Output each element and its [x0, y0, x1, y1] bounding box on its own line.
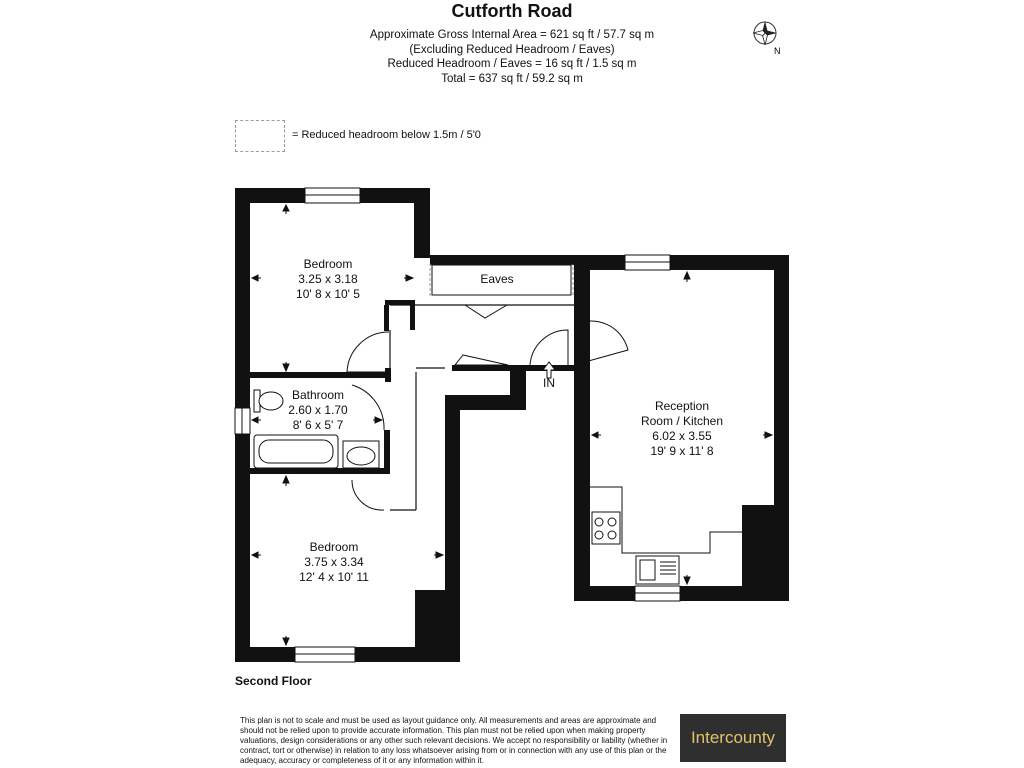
door-bathroom — [351, 384, 385, 431]
room-label-bedroom-bottom: Bedroom 3.75 x 3.34 12' 4 x 10' 11 — [286, 540, 382, 585]
room-metric: 2.60 x 1.70 — [288, 403, 348, 417]
door-entrance — [529, 329, 569, 366]
room-name-line2: Room / Kitchen — [640, 414, 724, 428]
room-imperial: 12' 4 x 10' 11 — [299, 570, 369, 584]
room-imperial: 10' 8 x 10' 5 — [296, 287, 360, 301]
door-cupboard — [453, 354, 509, 366]
door-bedroom-top — [346, 331, 390, 373]
area-summary: Approximate Gross Internal Area = 621 sq… — [312, 28, 712, 86]
door-eaves — [464, 304, 508, 319]
room-imperial: 8' 6 x 5' 7 — [292, 418, 344, 432]
room-name: Bedroom — [303, 257, 353, 271]
room-label-eaves: Eaves — [472, 272, 522, 287]
disclaimer: This plan is not to scale and must be us… — [240, 716, 668, 765]
room-name: Bedroom — [309, 540, 359, 554]
area-line-gross: Approximate Gross Internal Area = 621 sq… — [369, 29, 655, 41]
room-metric: 3.25 x 3.18 — [298, 272, 358, 286]
door-reception — [573, 320, 629, 366]
compass-north-label: N — [774, 46, 781, 56]
room-name: Bathroom — [291, 388, 345, 402]
door-bedroom-bottom — [351, 479, 385, 511]
compass-icon: N — [752, 21, 781, 56]
room-name-line1: Reception — [654, 399, 710, 413]
intercounty-logo: Intercounty — [680, 714, 786, 762]
partitions — [389, 304, 590, 511]
entrance-arrow-icon — [542, 361, 556, 379]
room-imperial: 19' 9 x 11' 8 — [650, 444, 714, 458]
area-line-reduced: Reduced Headroom / Eaves = 16 sq ft / 1.… — [387, 58, 637, 70]
room-metric: 6.02 x 3.55 — [652, 429, 712, 443]
bathroom-fixtures — [253, 389, 380, 469]
doors — [346, 304, 629, 511]
entrance-label: IN — [538, 376, 560, 391]
room-label-bathroom: Bathroom 2.60 x 1.70 8' 6 x 5' 7 — [270, 388, 366, 433]
room-label-bedroom-top: Bedroom 3.25 x 3.18 10' 8 x 10' 5 — [280, 257, 376, 302]
hob — [591, 511, 621, 545]
floor-label: Second Floor — [235, 674, 312, 688]
dimension-arrows — [250, 203, 774, 647]
windows — [234, 187, 681, 663]
legend-text: = Reduced headroom below 1.5m / 5'0 — [292, 129, 481, 141]
plan-title: Cutforth Road — [451, 1, 573, 21]
area-line-excluding: (Excluding Reduced Headroom / Eaves) — [409, 43, 615, 56]
area-line-total: Total = 637 sq ft / 59.2 sq m — [441, 72, 583, 85]
legend-swatch — [235, 120, 285, 152]
logo-text: Intercounty — [690, 728, 776, 747]
entrance-text: IN — [543, 376, 555, 390]
room-name: Eaves — [480, 272, 514, 286]
kitchen-units — [590, 486, 742, 585]
room-label-reception: Reception Room / Kitchen 6.02 x 3.55 19'… — [622, 399, 742, 459]
room-metric: 3.75 x 3.34 — [304, 555, 364, 569]
